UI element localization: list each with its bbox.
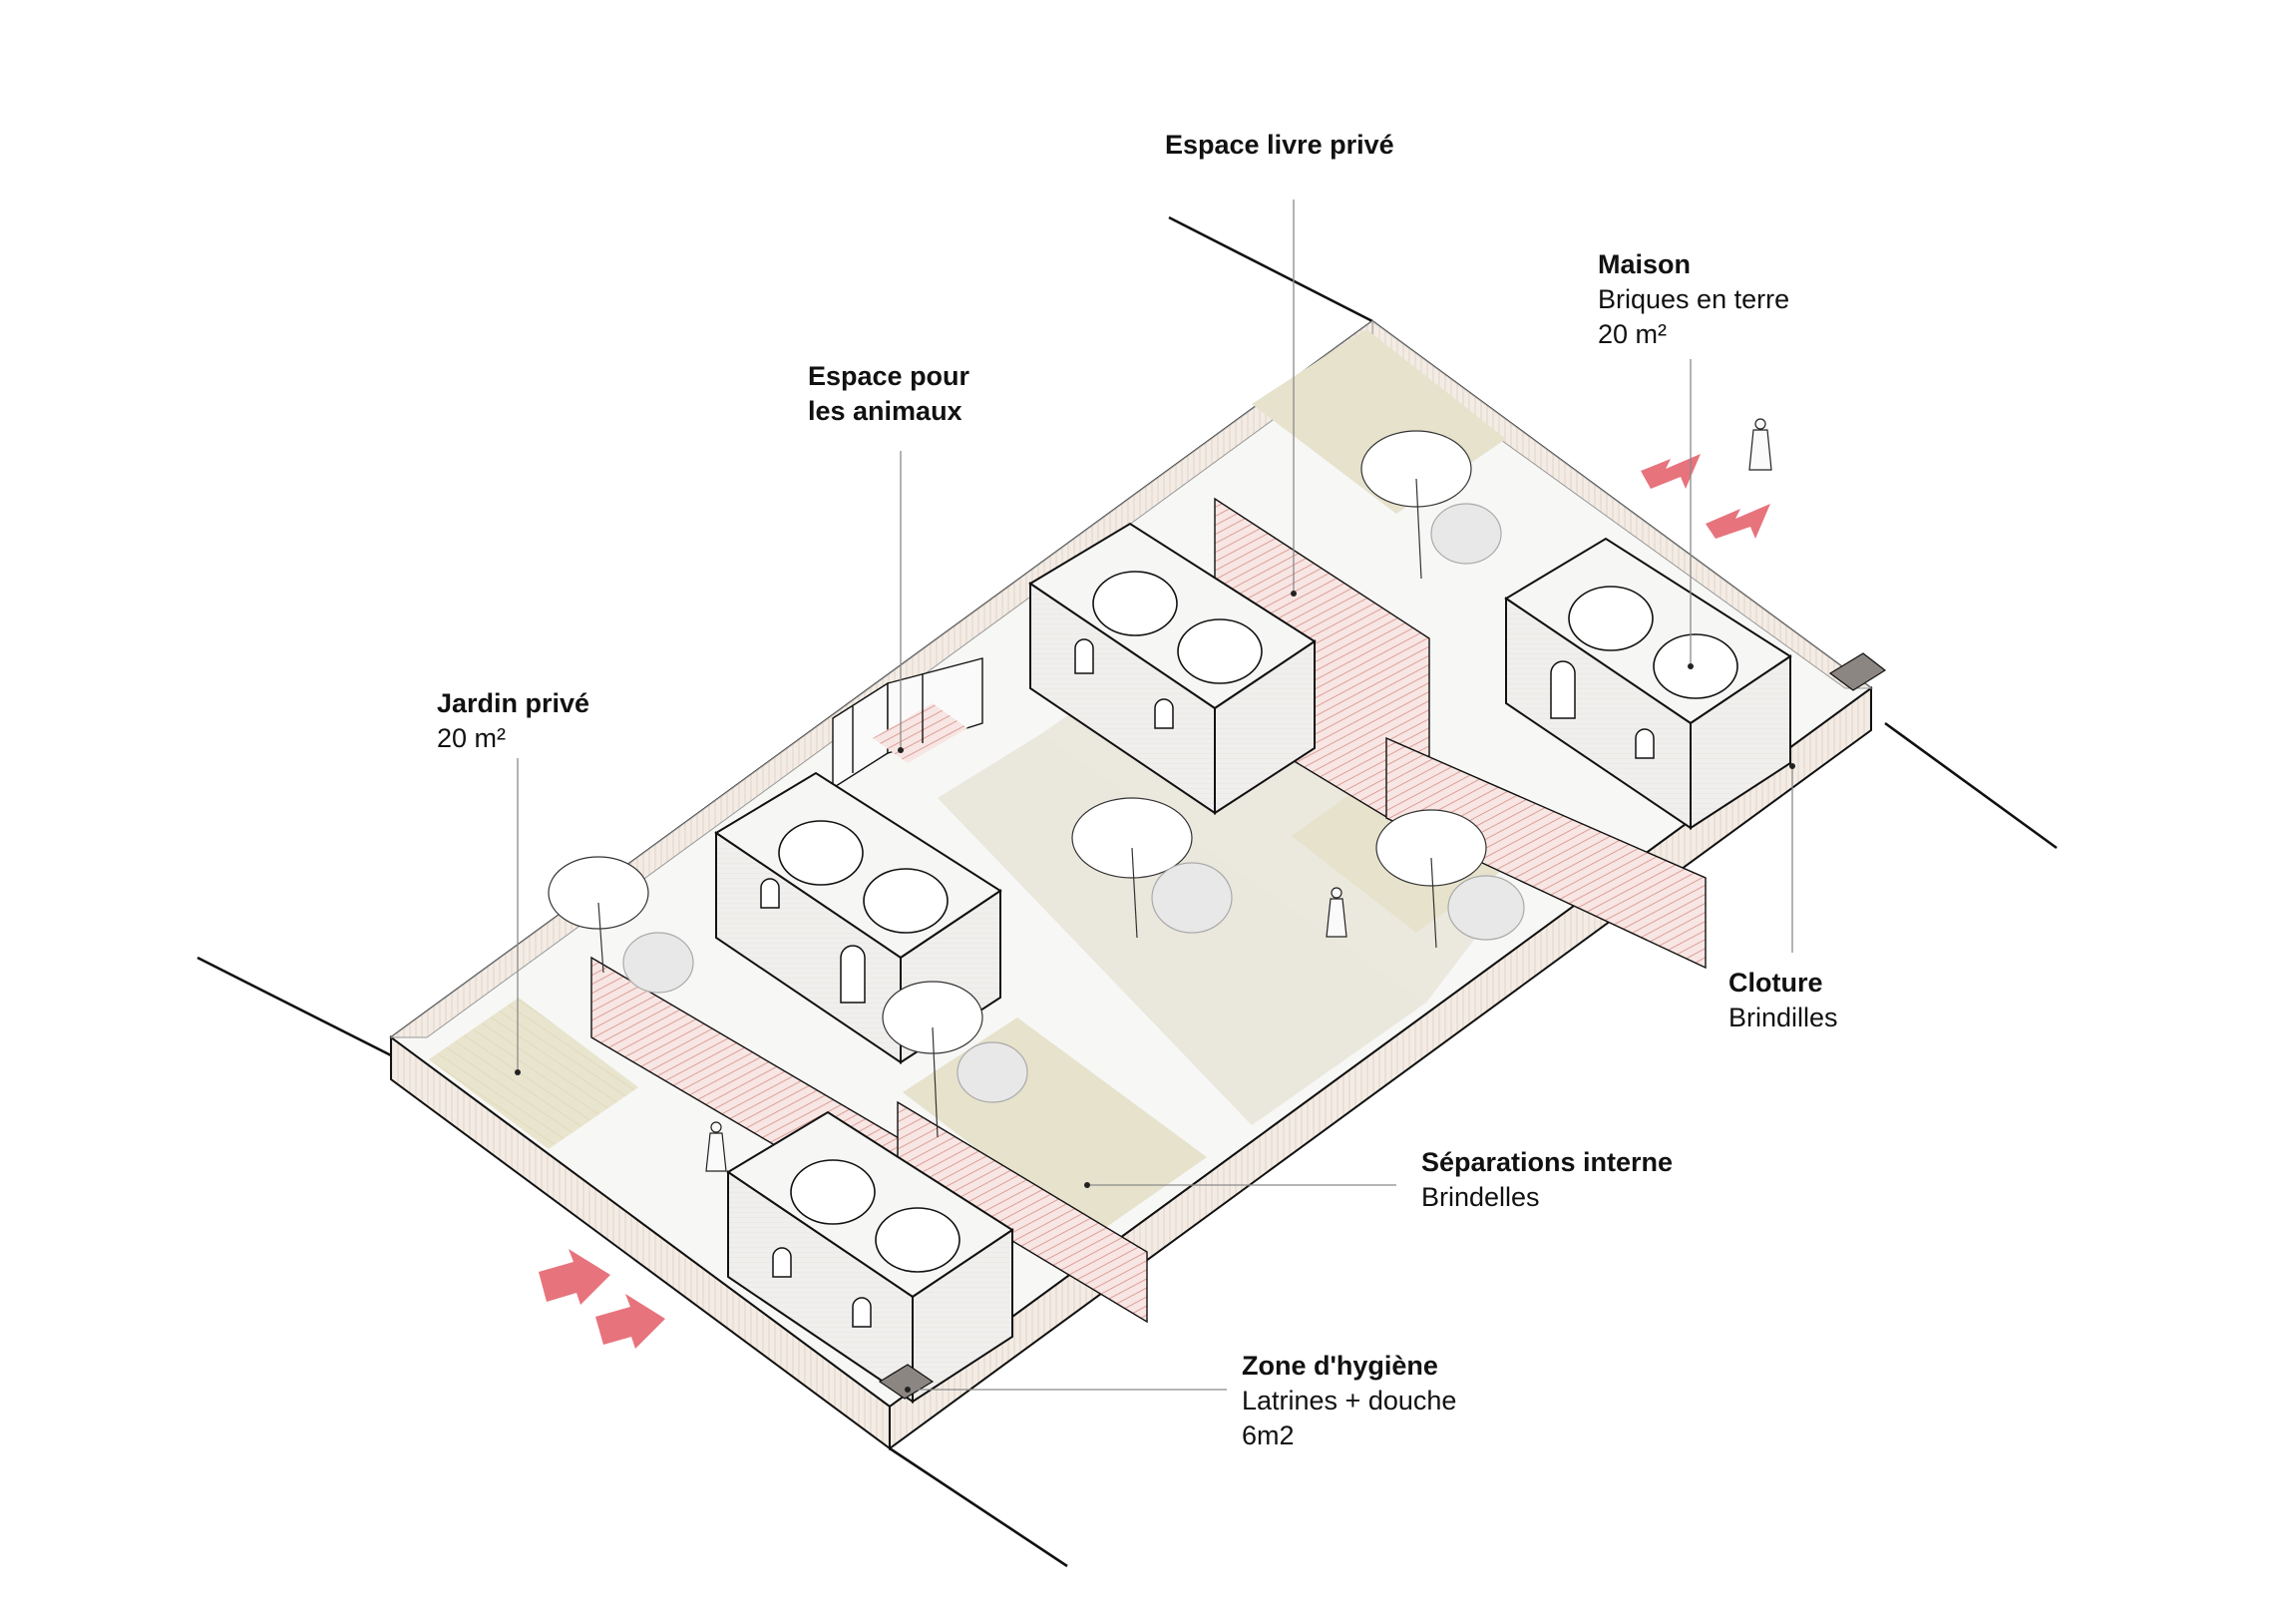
house-top — [1028, 497, 1430, 845]
latrine-zone — [878, 1364, 935, 1400]
label-jardin-title: Jardin privé — [437, 688, 590, 718]
tree-icon — [548, 430, 1525, 1138]
person-icon — [705, 418, 1772, 1172]
label-hygiene-title: Zone d'hygiène — [1242, 1351, 1438, 1381]
jardin-prive-area — [429, 998, 638, 1149]
label-cloture-title: Cloture — [1728, 968, 1823, 998]
label-jardin-prive: Jardin privé 20 m² — [437, 686, 589, 756]
label-maison-title: Maison — [1598, 249, 1692, 279]
label-animaux-title-1: Espace pour — [808, 361, 970, 391]
street-lines — [196, 215, 2058, 1568]
entrance-arrow-icon — [539, 454, 1770, 1349]
label-hygiene-area: 6m2 — [1242, 1420, 1295, 1450]
label-maison: Maison Briques en terre 20 m² — [1598, 247, 1789, 352]
label-maison-area: 20 m² — [1598, 319, 1668, 349]
house-bottom — [726, 1100, 1148, 1404]
label-zone-hygiene: Zone d'hygiène Latrines + douche 6m2 — [1242, 1349, 1456, 1453]
label-maison-material: Briques en terre — [1598, 284, 1790, 314]
label-cloture-material: Brindilles — [1728, 1003, 1838, 1032]
house-left — [590, 771, 1002, 1224]
label-espace-animaux: Espace pour les animaux — [808, 359, 969, 429]
label-separations-material: Brindelles — [1421, 1182, 1540, 1212]
label-separations-interne: Séparations interne Brindelles — [1421, 1145, 1673, 1215]
latrine-zone-right — [1828, 652, 1887, 691]
label-cloture: Cloture Brindilles — [1728, 966, 1838, 1035]
label-espace-livre-title: Espace livre privé — [1165, 130, 1394, 160]
label-hygiene-detail: Latrines + douche — [1242, 1386, 1457, 1416]
house-right — [1385, 537, 1792, 970]
label-espace-livre-prive: Espace livre privé — [1165, 128, 1394, 163]
label-jardin-area: 20 m² — [437, 723, 507, 753]
label-leaders — [515, 200, 1795, 1393]
animal-pens — [832, 657, 983, 790]
label-animaux-title-2: les animaux — [808, 396, 962, 426]
label-separations-title: Séparations interne — [1421, 1147, 1674, 1177]
